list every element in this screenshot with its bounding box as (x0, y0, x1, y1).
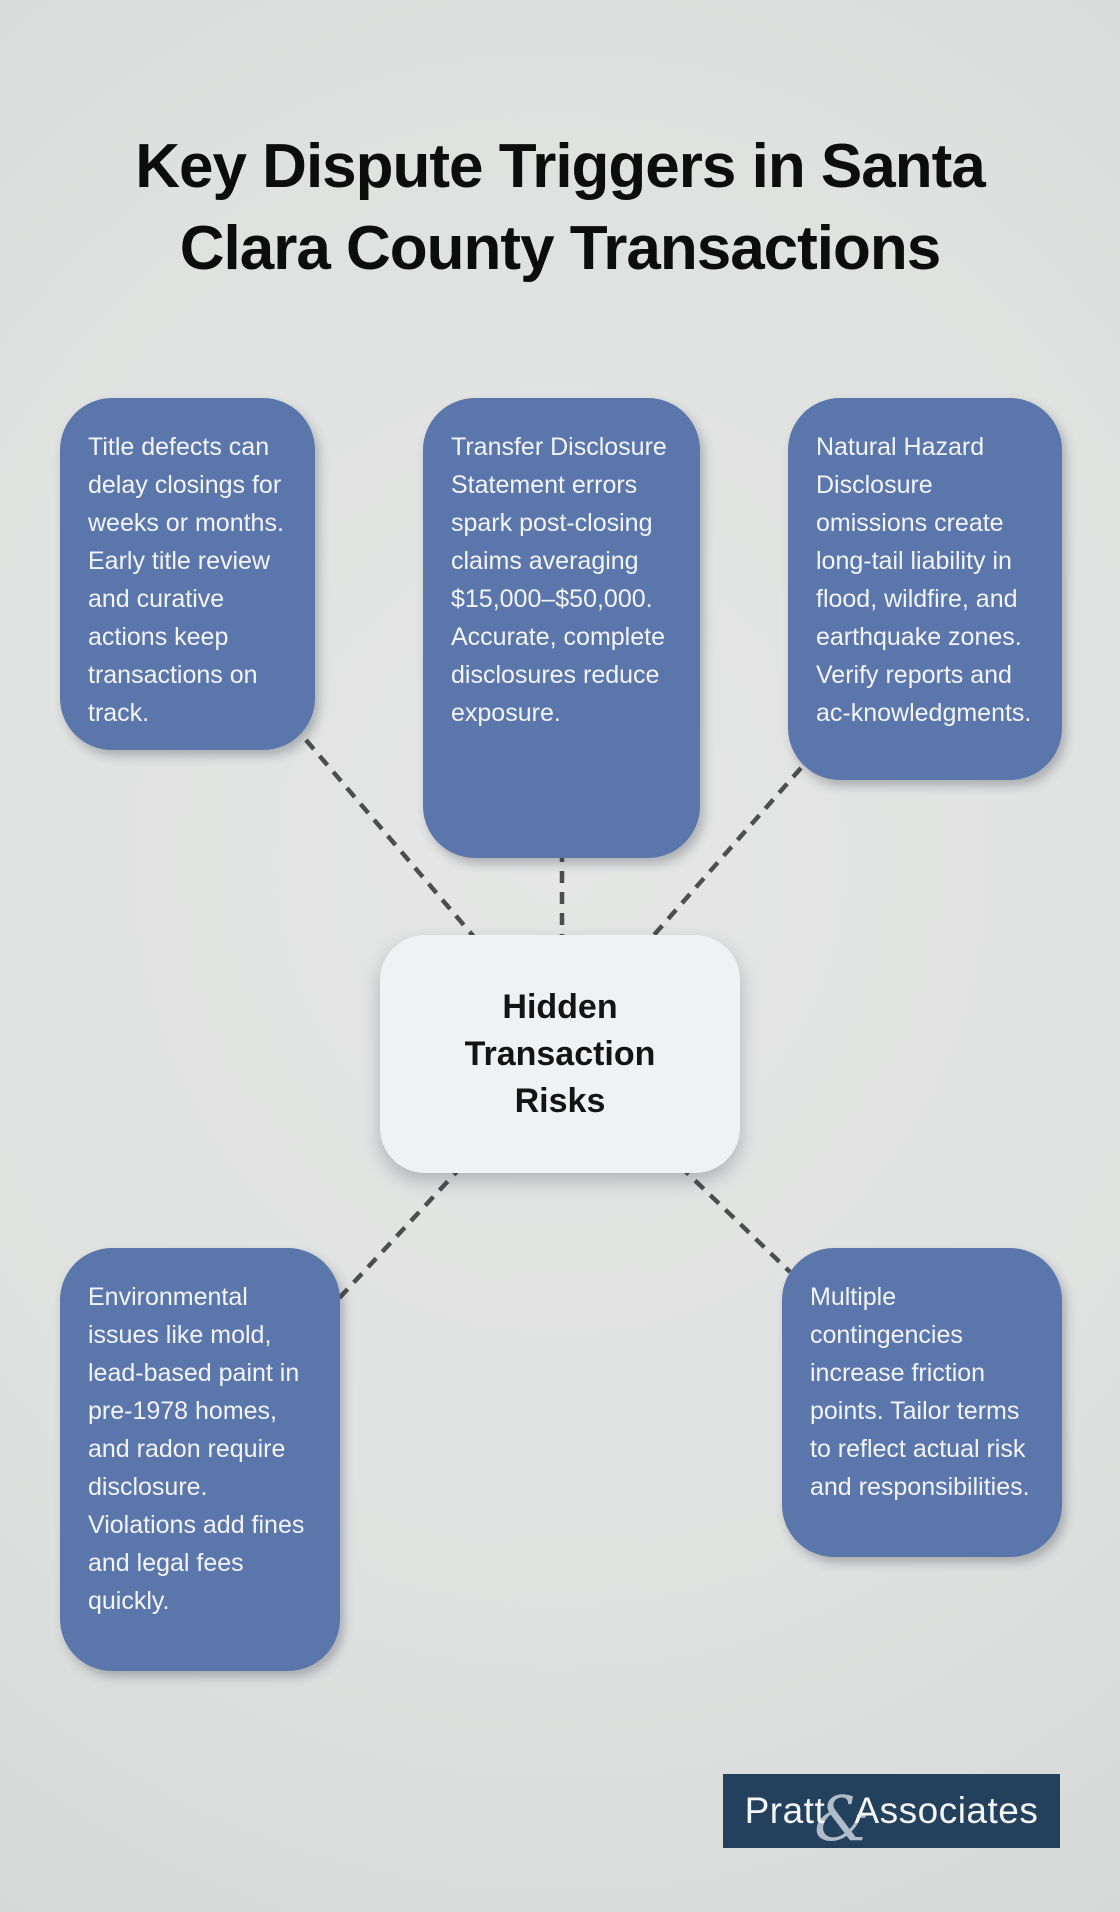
info-card-contingencies-text: Multiple contingencies increase friction… (810, 1283, 1030, 1501)
info-card-environmental: Environmental issues like mold, lead-bas… (60, 1248, 340, 1671)
info-card-nhd-omissions-text: Natural Hazard Disclosure omissions crea… (816, 433, 1032, 727)
info-card-tds-errors: Transfer Disclosure Statement errors spa… (423, 398, 700, 858)
info-card-title-defects-text: Title defects can delay closings for wee… (88, 433, 284, 727)
connector-title-defects (304, 738, 482, 946)
connector-nhd-omissions (644, 766, 803, 946)
center-node-hidden-transaction-risks: Hidden Transaction Risks (380, 935, 740, 1173)
ampersand-script-icon: & (814, 1781, 870, 1855)
center-node-label: Hidden Transaction Risks (464, 987, 656, 1120)
pratt-associates-logo: Pratt & Associates (723, 1774, 1060, 1855)
connector-contingencies (678, 1164, 792, 1274)
logo-suffix: Associates (854, 1790, 1039, 1831)
logo-prefix: Pratt (744, 1790, 826, 1831)
info-card-tds-errors-text: Transfer Disclosure Statement errors spa… (451, 433, 667, 727)
info-card-environmental-text: Environmental issues like mold, lead-bas… (88, 1283, 305, 1615)
info-card-contingencies: Multiple contingencies increase friction… (782, 1248, 1062, 1557)
info-card-title-defects: Title defects can delay closings for wee… (60, 398, 315, 750)
connector-environmental (328, 1164, 464, 1310)
infographic-title: Key Dispute Triggers in Santa Clara Coun… (135, 131, 986, 283)
info-card-nhd-omissions: Natural Hazard Disclosure omissions crea… (788, 398, 1062, 780)
